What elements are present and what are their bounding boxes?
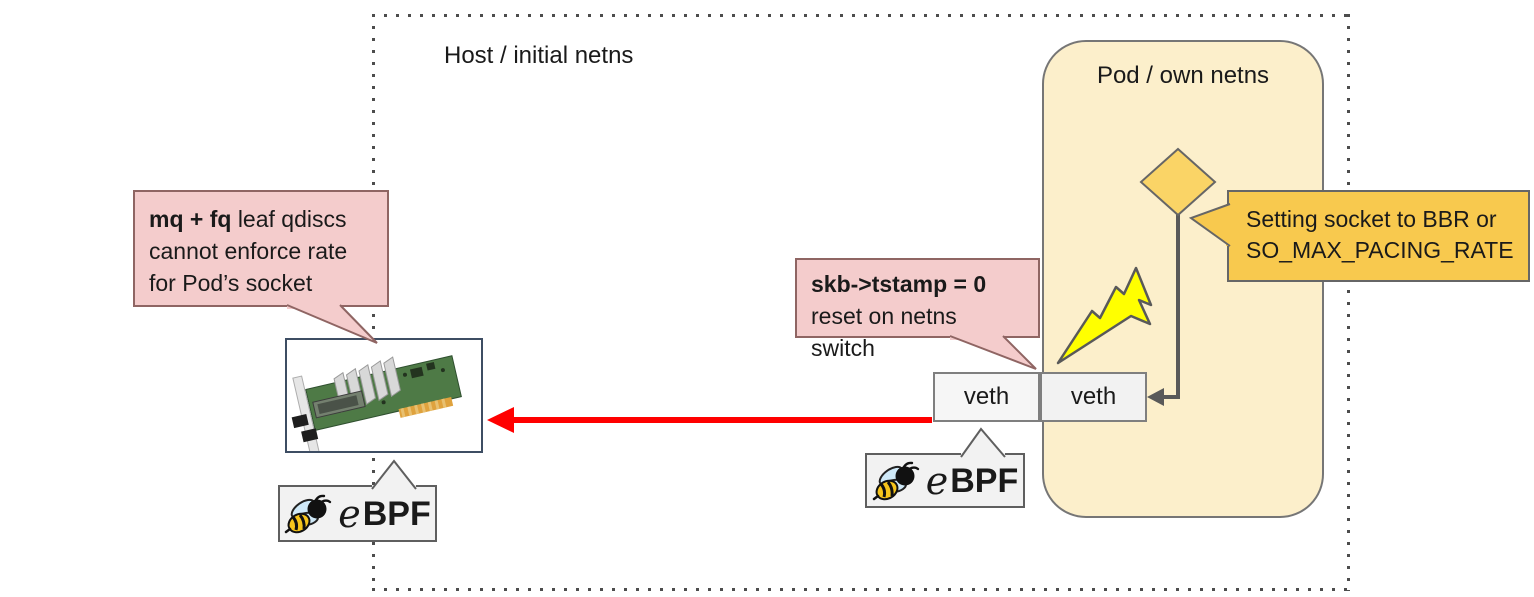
ebpf-bee-icon: [285, 494, 332, 533]
host-border-right: [1347, 14, 1350, 591]
qdisc-limitation-callout: mq + fq leaf qdiscs cannot enforce rate …: [133, 190, 389, 307]
rate-limited-traffic-arrow: [487, 407, 932, 433]
host-netns-label: Host / initial netns: [444, 42, 634, 69]
qdisc-callout-tail: [286, 302, 378, 344]
qdisc-callout-line2: cannot enforce rate: [149, 238, 348, 264]
ebpf-host-logo-tail: [371, 459, 417, 492]
tstamp-reset-callout: skb->tstamp = 0 reset on netns switch: [795, 258, 1040, 361]
socket-callout-line1: Setting socket to BBR or: [1246, 206, 1497, 232]
veth-pod-label: veth: [1070, 383, 1117, 410]
network-interface-card-image: [285, 338, 483, 453]
socket-callout-line2: SO_MAX_PACING_RATE: [1246, 237, 1514, 263]
ebpf-logo-e: e: [338, 491, 361, 536]
pod-netns-label: Pod / own netns: [1096, 62, 1270, 89]
veth-host-box: veth: [933, 372, 1040, 422]
socket-pacing-callout: Setting socket to BBR or SO_MAX_PACING_R…: [1227, 190, 1530, 282]
qdisc-callout-line1: mq + fq leaf qdiscs: [149, 206, 347, 232]
host-border-top: [372, 14, 1350, 17]
veth-pod-box: veth: [1040, 372, 1147, 422]
veth-host-label: veth: [963, 383, 1010, 410]
socket-callout-tail: [1188, 203, 1232, 247]
ebpf-logo-e: e: [925, 458, 949, 503]
ebpf-logo-bpf: BPF: [362, 494, 431, 533]
tstamp-callout-line1: skb->tstamp = 0: [811, 271, 987, 297]
ebpf-bee-icon: [872, 461, 919, 500]
host-border-bottom: [372, 588, 1350, 591]
ebpf-pod-logo-tail: [960, 427, 1006, 460]
tstamp-callout-tail: [949, 333, 1037, 370]
qdisc-callout-line3: for Pod’s socket: [149, 270, 313, 296]
tstamp-callout-line2: reset on netns switch: [811, 303, 957, 361]
ebpf-logo-bpf: BPF: [950, 461, 1019, 500]
